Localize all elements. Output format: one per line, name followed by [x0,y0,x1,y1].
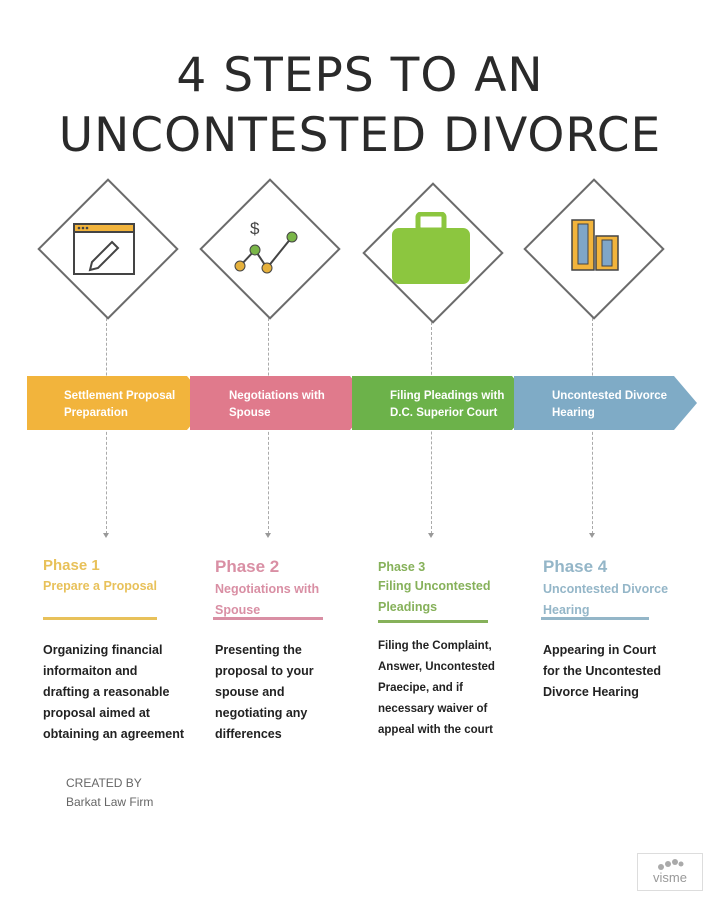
phase-1-heading: Phase 1 Prepare a Proposal [43,557,157,593]
created-by-label: CREATED BY [66,776,142,790]
author-name: Barkat Law Firm [66,795,154,809]
phase-3-description: Filing the Complaint,Answer, Uncontested… [378,640,495,736]
svg-text:$: $ [250,219,260,238]
arrow-down-icon [103,533,109,538]
step-arrow-3 [352,376,535,430]
browser-pencil-icon [73,223,135,275]
step-arrow-1 [27,376,210,430]
step-arrow-2 [190,376,373,430]
buildings-icon [571,219,619,271]
title-line-2: UNCONTESTED DIVORCE [58,108,662,163]
phase-underline [43,617,157,620]
visme-logo-mark-icon [658,859,684,870]
phase-underline [213,617,323,620]
visme-logo: visme [637,853,703,891]
step-arrow-4 [514,376,697,430]
title-line-1: 4 STEPS TO AN [176,48,544,103]
phase-4-heading: Phase 4 Uncontested Divorce Hearing [543,557,669,617]
money-chart-icon: $ [234,219,298,274]
arrow-down-icon [589,533,595,538]
arrow-down-icon [428,533,434,538]
phase-3-heading: Phase 3 Filing Uncontested Pleadings [378,560,491,614]
phase-underline [541,617,649,620]
phase-underline [378,620,488,623]
phase-2-heading: Phase 2 Negotiations with Spouse [215,557,320,617]
briefcase-icon [392,212,470,284]
arrow-down-icon [265,533,271,538]
